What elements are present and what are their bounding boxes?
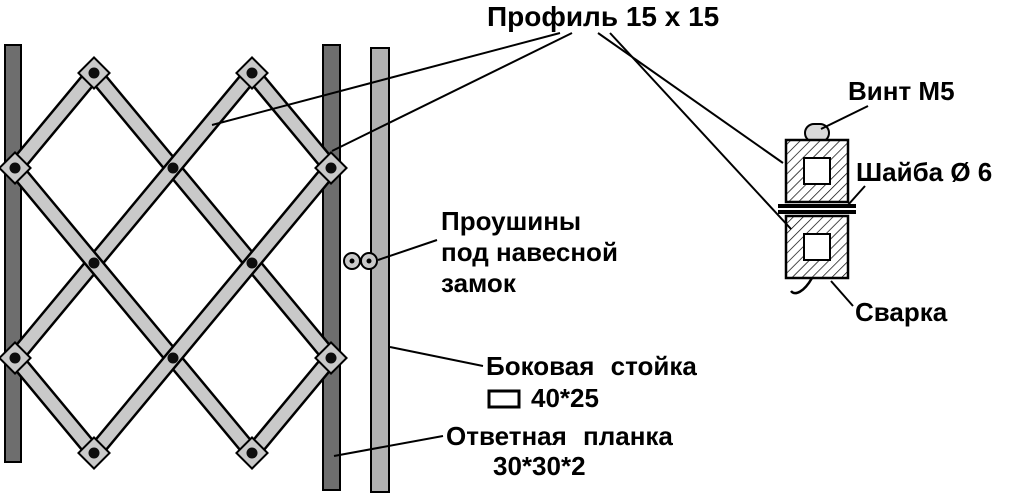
padlock-lugs-icon xyxy=(343,252,378,270)
strike-plate-label: Ответная планка xyxy=(446,421,673,451)
gate-stile xyxy=(322,44,341,491)
padlock-lugs-label-line2: под навесной xyxy=(441,237,618,267)
side-post-label: Боковая стойка xyxy=(486,351,697,381)
weld-bead-icon xyxy=(790,277,814,295)
strike-plate-size-label: 30*30*2 xyxy=(493,451,586,481)
left-rail xyxy=(4,44,22,463)
screw-label: Винт М5 xyxy=(848,76,955,106)
padlock-lugs-label: Проушины под навесной замок xyxy=(441,206,618,299)
rect-section-symbol xyxy=(487,389,521,409)
leader-lines xyxy=(211,32,869,457)
side-post xyxy=(370,47,390,493)
joint-rivets xyxy=(9,67,337,459)
lattice-bars xyxy=(3,61,343,465)
padlock-lugs-label-line1: Проушины xyxy=(441,206,582,236)
washer-label: Шайба Ø 6 xyxy=(856,157,993,187)
padlock-lugs-label-line3: замок xyxy=(441,268,516,298)
washer-icon xyxy=(778,204,856,214)
weld-label: Сварка xyxy=(855,297,948,327)
profile-joint-detail xyxy=(778,123,856,295)
profile-label: Профиль 15 х 15 xyxy=(487,1,720,32)
side-post-size-label: 40*25 xyxy=(531,383,599,413)
